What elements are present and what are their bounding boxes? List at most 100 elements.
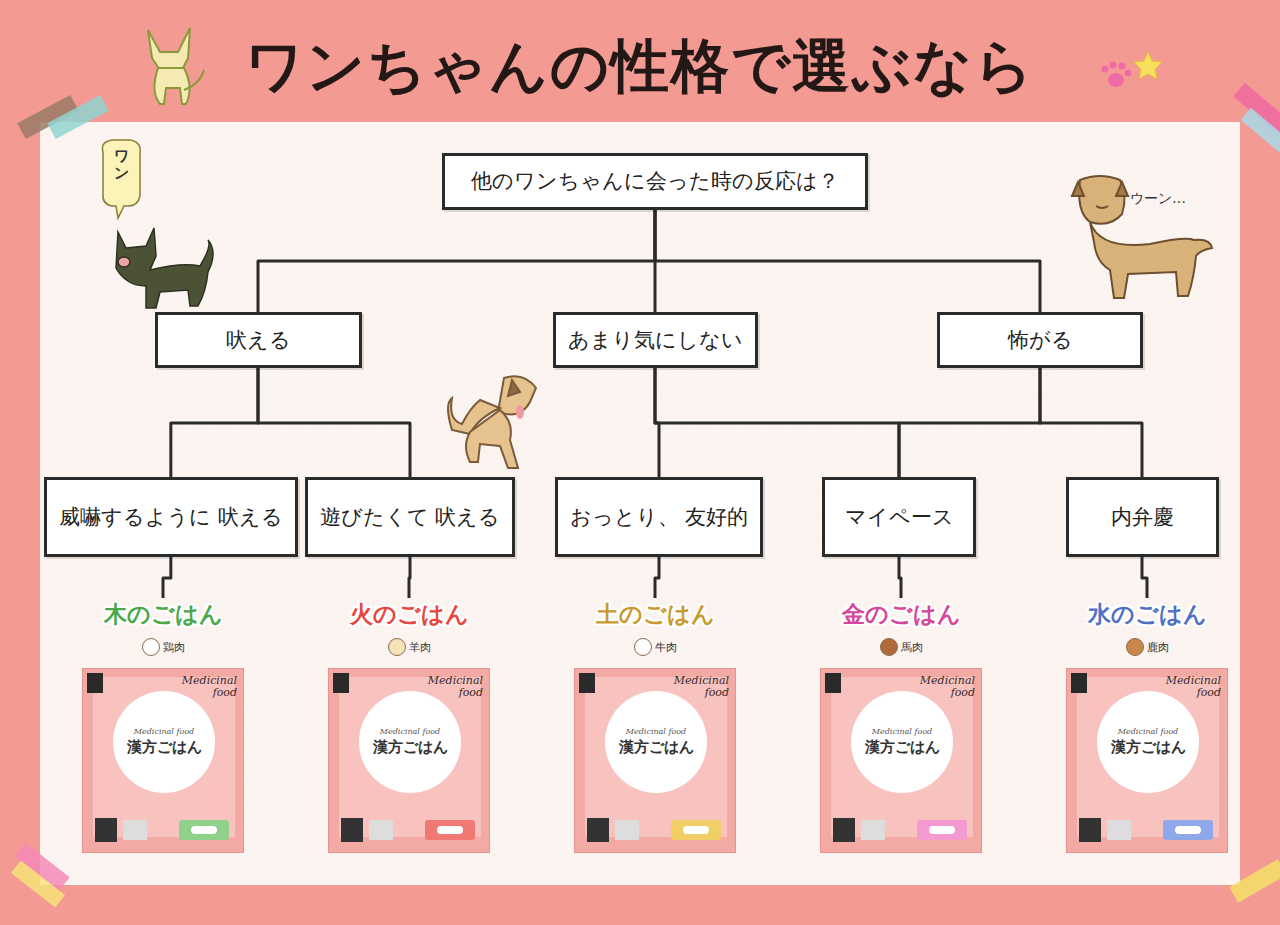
- food-name: 土のごはん: [574, 598, 736, 630]
- tree-connector: [163, 557, 171, 598]
- package-mark: [615, 820, 639, 840]
- package-circle: Medicinal food漢方ごはん: [359, 691, 461, 793]
- box-label: あまり気にしない: [568, 325, 743, 355]
- meat-row: 鶏肉: [82, 636, 244, 658]
- package-tag: [179, 820, 229, 840]
- process-box: 内弁慶: [1066, 477, 1219, 557]
- product-name: 漢方ごはん: [619, 737, 694, 757]
- package-mark: [833, 818, 855, 842]
- process-box: 怖がる: [937, 312, 1143, 368]
- brand-small: Medicinal food: [134, 727, 194, 737]
- package-mark: [95, 818, 117, 842]
- calm-dog-illustration: [448, 376, 536, 468]
- meat-icon: [634, 638, 652, 656]
- illustration-label: ワン: [114, 148, 129, 181]
- tree-connector: [258, 210, 655, 312]
- package-logo: [579, 673, 595, 693]
- food-package: 木のごはん鶏肉Medicinal foodMedicinal food漢方ごはん: [82, 598, 244, 853]
- meat-icon: [880, 638, 898, 656]
- brand-script: Medicinal food: [419, 675, 483, 699]
- package-image: Medicinal foodMedicinal food漢方ごはん: [574, 668, 736, 853]
- chihuahua-illustration: [148, 28, 204, 104]
- meat-row: 羊肉: [328, 636, 490, 658]
- food-name: 水のごはん: [1066, 598, 1228, 630]
- brand-script: Medicinal food: [665, 675, 729, 699]
- package-mark: [369, 820, 393, 840]
- tree-connector: [171, 368, 258, 477]
- meat-label: 牛肉: [655, 641, 677, 654]
- star: [1134, 52, 1162, 79]
- illustration-label: ウーン…: [1130, 190, 1186, 208]
- package-tag: [671, 820, 721, 840]
- tree-connector: [655, 210, 1040, 312]
- tree-connector: [899, 368, 1040, 477]
- package-tag: [425, 820, 475, 840]
- box-label: 他のワンちゃんに会った時の反応は？: [471, 166, 839, 196]
- package-tag: [917, 820, 967, 840]
- box-label: 怖がる: [1008, 325, 1073, 355]
- brand-script: Medicinal food: [911, 675, 975, 699]
- tree-connector: [409, 557, 410, 598]
- meat-row: 鹿肉: [1066, 636, 1228, 658]
- meat-icon: [142, 638, 160, 656]
- box-label: 内弁慶: [1111, 502, 1174, 532]
- package-logo: [825, 673, 841, 693]
- speech-bubble: [102, 140, 140, 218]
- diagram-title: ワンちゃんの性格で選ぶなら: [0, 28, 1280, 106]
- meat-label: 鶏肉: [163, 641, 185, 654]
- meat-label: 羊肉: [409, 641, 431, 654]
- process-box: おっとり、 友好的: [555, 477, 764, 557]
- product-name: 漢方ごはん: [865, 737, 940, 757]
- package-mark: [341, 818, 363, 842]
- tree-connector: [258, 368, 410, 477]
- food-name: 金のごはん: [820, 598, 982, 630]
- brand-script: Medicinal food: [173, 675, 237, 699]
- tape: [11, 83, 1280, 908]
- package-mark: [123, 820, 147, 840]
- box-label: おっとり、 友好的: [570, 502, 749, 532]
- meat-row: 牛肉: [574, 636, 736, 658]
- product-name: 漢方ごはん: [373, 737, 448, 757]
- package-mark: [587, 818, 609, 842]
- food-name: 木のごはん: [82, 598, 244, 630]
- process-box: マイペース: [822, 477, 976, 557]
- food-package: 土のごはん牛肉Medicinal foodMedicinal food漢方ごはん: [574, 598, 736, 853]
- package-logo: [87, 673, 103, 693]
- package-circle: Medicinal food漢方ごはん: [605, 691, 707, 793]
- meat-row: 馬肉: [820, 636, 982, 658]
- food-package: 水のごはん鹿肉Medicinal foodMedicinal food漢方ごはん: [1066, 598, 1228, 853]
- paw-print: [1102, 62, 1132, 88]
- package-circle: Medicinal food漢方ごはん: [1097, 691, 1199, 793]
- brand-small: Medicinal food: [1118, 727, 1178, 737]
- package-image: Medicinal foodMedicinal food漢方ごはん: [1066, 668, 1228, 853]
- food-package: 火のごはん羊肉Medicinal foodMedicinal food漢方ごはん: [328, 598, 490, 853]
- process-box: 遊びたくて 吠える: [305, 477, 516, 557]
- tree-connector: [1040, 368, 1142, 477]
- box-label: マイペース: [845, 502, 954, 532]
- meat-icon: [388, 638, 406, 656]
- package-tag: [1163, 820, 1213, 840]
- barking-dog-illustration: [116, 228, 213, 308]
- process-box: あまり気にしない: [553, 312, 758, 368]
- package-image: Medicinal foodMedicinal food漢方ごはん: [328, 668, 490, 853]
- process-box: 他のワンちゃんに会った時の反応は？: [442, 153, 868, 210]
- brand-small: Medicinal food: [626, 727, 686, 737]
- food-package: 金のごはん馬肉Medicinal foodMedicinal food漢方ごはん: [820, 598, 982, 853]
- tree-connector: [1142, 557, 1147, 598]
- package-image: Medicinal foodMedicinal food漢方ごはん: [82, 668, 244, 853]
- box-label: 吠える: [226, 325, 291, 355]
- meat-icon: [1126, 638, 1144, 656]
- package-mark: [1079, 818, 1101, 842]
- package-mark: [861, 820, 885, 840]
- tree-connector: [655, 368, 899, 477]
- brand-script: Medicinal food: [1157, 675, 1221, 699]
- fearful-dog-illustration: [1072, 176, 1212, 298]
- product-name: 漢方ごはん: [1111, 737, 1186, 757]
- brand-small: Medicinal food: [380, 727, 440, 737]
- meat-label: 鹿肉: [1147, 641, 1169, 654]
- paper-panel: [40, 122, 1240, 885]
- brand-small: Medicinal food: [872, 727, 932, 737]
- product-name: 漢方ごはん: [127, 737, 202, 757]
- meat-label: 馬肉: [901, 641, 923, 654]
